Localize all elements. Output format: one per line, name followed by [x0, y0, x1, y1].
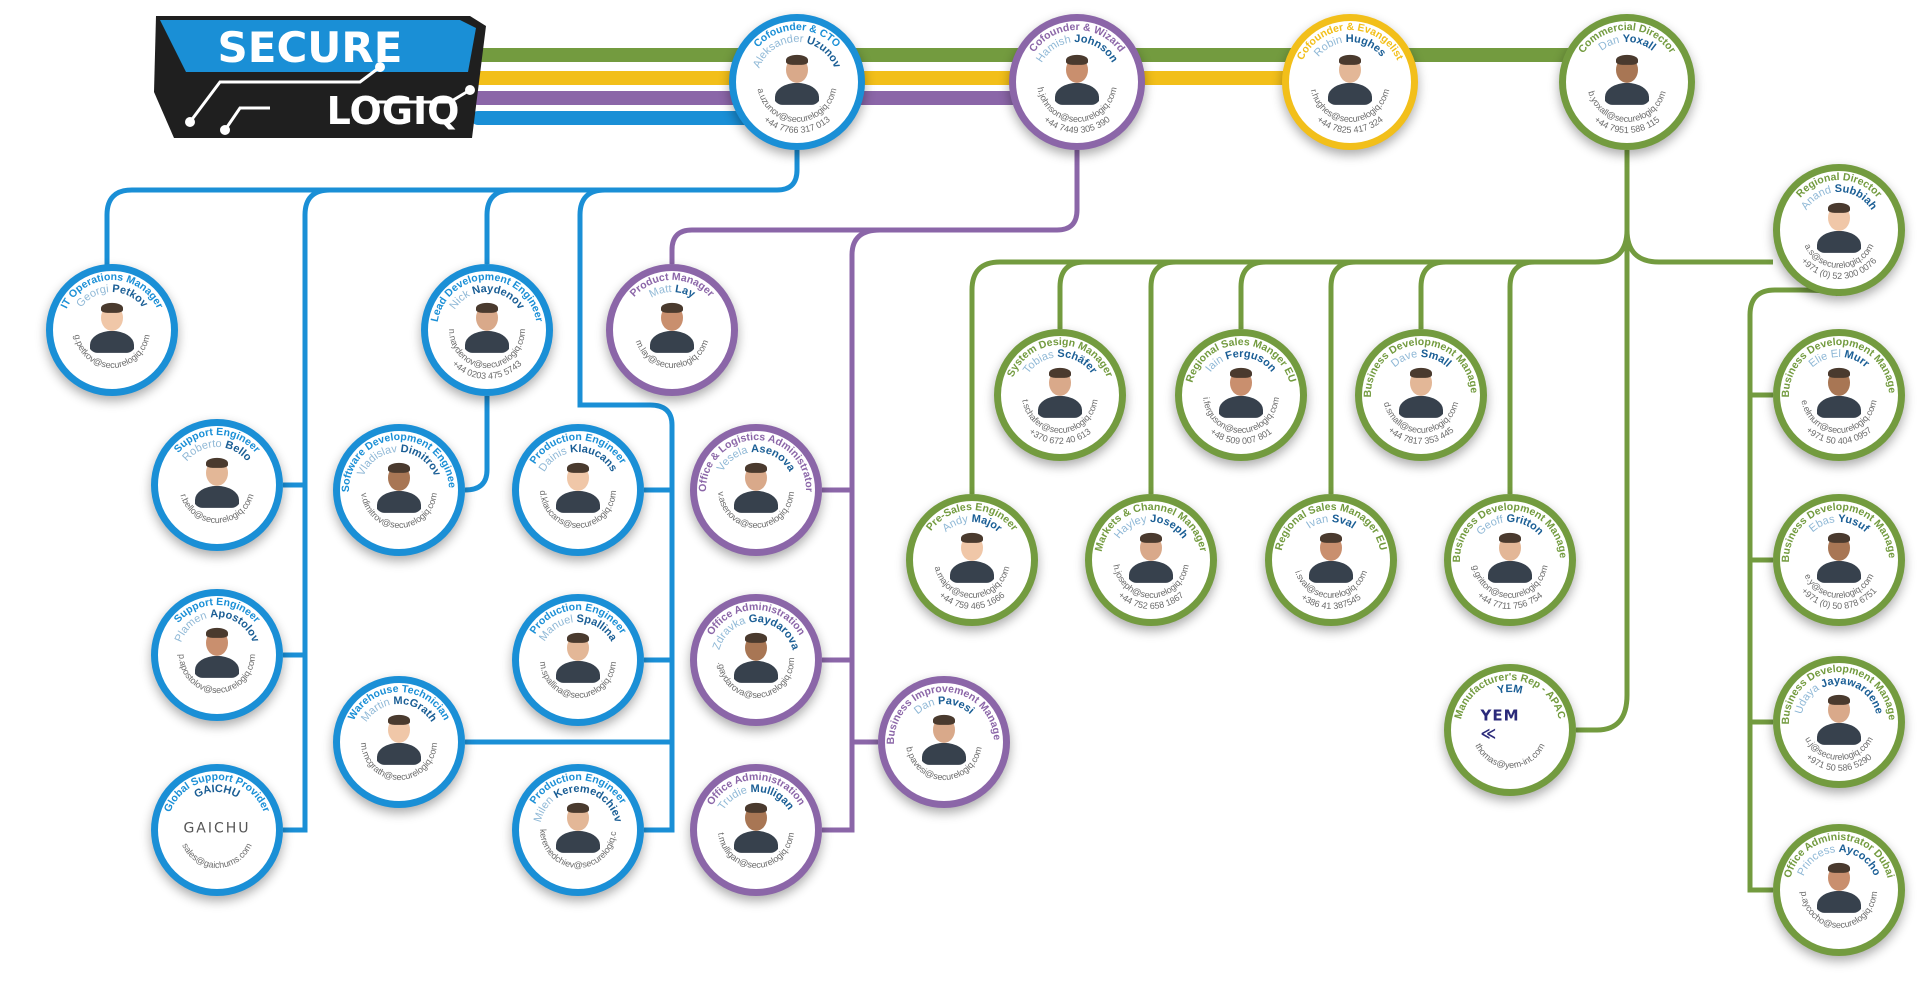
avatar	[1486, 531, 1534, 583]
email-address: v.asenova@securelogiq.com	[716, 491, 796, 530]
email-address: m.lay@securelogiq.com	[634, 338, 711, 370]
email-address: sales@gaichums.com	[180, 841, 254, 870]
avatar	[1217, 366, 1265, 418]
email-address: p.aycocho@securelogiq.com	[1799, 891, 1879, 931]
yem-logo: YEM ≪	[1480, 706, 1520, 743]
avatar	[1815, 531, 1863, 583]
job-title: Business Development Manager	[1778, 492, 1898, 563]
email-address: p.apostolov@securelogiq.com	[177, 654, 257, 696]
avatar	[554, 801, 602, 853]
avatar	[948, 531, 996, 583]
email-address: g.petkov@securelogiq.com	[72, 333, 151, 370]
avatar	[375, 461, 423, 513]
job-title: Software Development Engineer	[338, 422, 458, 492]
avatar	[554, 461, 602, 513]
avatar	[554, 631, 602, 683]
job-title: Business Development Manager	[1360, 327, 1480, 398]
gaichu-logo: GAICHU	[183, 820, 251, 837]
avatar	[1397, 366, 1445, 418]
email-address: m.spallina@securelogiq.com	[538, 661, 618, 700]
job-title: Regional Sales Manager EU	[1273, 501, 1389, 552]
avatar	[1815, 861, 1863, 913]
avatar	[732, 631, 780, 683]
avatar	[1326, 53, 1374, 105]
avatar	[1603, 53, 1651, 105]
job-title: Business Development Manager	[1778, 654, 1898, 725]
avatar	[1815, 201, 1863, 253]
avatar	[773, 53, 821, 105]
person-name: GAICHU	[192, 783, 241, 801]
job-title: Markets & Channel Manager	[1093, 501, 1209, 553]
email-address: thomas@yem-int.com	[1473, 741, 1546, 770]
avatar	[648, 301, 696, 353]
avatar	[375, 713, 423, 765]
avatar	[463, 301, 511, 353]
job-title: Business Development Manager	[1449, 492, 1569, 563]
avatar	[88, 301, 136, 353]
email-address: v.dimitrov@securelogiq.com	[359, 492, 439, 530]
avatar	[732, 461, 780, 513]
email-address: t.mulligan@securelogiq.com	[716, 832, 796, 871]
secure-logiq-logo: SECURE LOGIQ	[150, 12, 496, 142]
avatar	[193, 626, 241, 678]
avatar	[1127, 531, 1175, 583]
job-title: Lead Development Engineer	[429, 271, 546, 323]
avatar	[1053, 53, 1101, 105]
avatar	[1815, 693, 1863, 745]
avatar	[1307, 531, 1355, 583]
avatar	[1036, 366, 1084, 418]
email-address: b.pavesi@securelogiq.com	[904, 746, 983, 783]
job-title: Office & Logistics Administrator	[697, 431, 815, 492]
avatar	[1815, 366, 1863, 418]
person-name: YEM	[1496, 683, 1523, 697]
avatar	[920, 713, 968, 765]
avatar	[732, 801, 780, 853]
job-title: Business Improvement Manager	[883, 674, 1003, 745]
email-address: d.klaucans@securelogiq.com	[538, 490, 618, 530]
job-title: Business Development Manager	[1778, 327, 1898, 398]
email-address: r.bello@securelogiq.com	[178, 492, 255, 525]
logo-word-logiq: LOGIQ	[327, 89, 460, 133]
logo-word-secure: SECURE	[218, 23, 403, 72]
email-address: m.mcgrath@securelogiq.com	[359, 742, 439, 782]
job-title: Manufacturer's Rep - APAC	[1452, 671, 1567, 721]
avatar	[193, 456, 241, 508]
